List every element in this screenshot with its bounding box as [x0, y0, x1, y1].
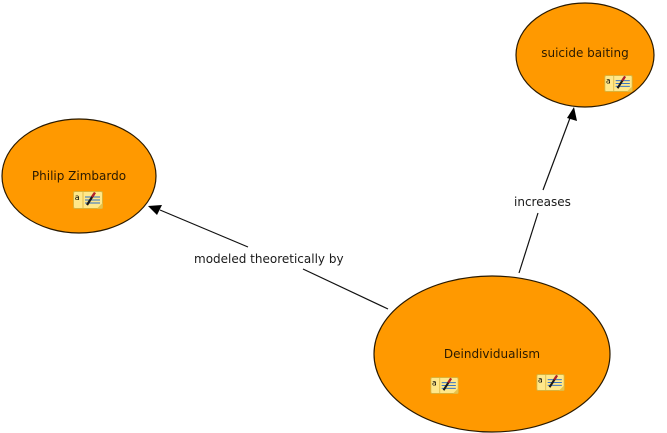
note-annotation-icon[interactable] — [604, 75, 633, 92]
note-annotation-icon[interactable] — [536, 374, 565, 391]
link-label[interactable]: increases — [514, 195, 571, 209]
note-annotation-icon[interactable] — [430, 377, 459, 394]
connector-line — [159, 209, 249, 248]
link-modeled-theoretically-by[interactable]: modeled theoretically by — [148, 205, 389, 310]
connector-line — [518, 212, 539, 274]
concept-label: Deindividualism — [444, 347, 540, 361]
concept-label: suicide baiting — [541, 46, 629, 60]
concept-ellipse — [1, 118, 157, 234]
concept-node-philip-zimbardo[interactable]: Philip Zimbardo — [1, 118, 157, 234]
concept-label: Philip Zimbardo — [32, 169, 126, 183]
link-increases[interactable]: increases — [514, 107, 577, 274]
note-annotation-icon[interactable] — [73, 191, 103, 209]
connector-line — [302, 268, 389, 310]
arrowhead-icon — [148, 205, 162, 215]
concept-node-suicide-baiting[interactable]: suicide baiting — [515, 2, 655, 108]
connector-line — [542, 117, 571, 191]
concept-node-deindividualism[interactable]: Deindividualism — [373, 275, 611, 433]
link-label[interactable]: modeled theoretically by — [194, 252, 344, 266]
arrowhead-icon — [567, 107, 577, 121]
